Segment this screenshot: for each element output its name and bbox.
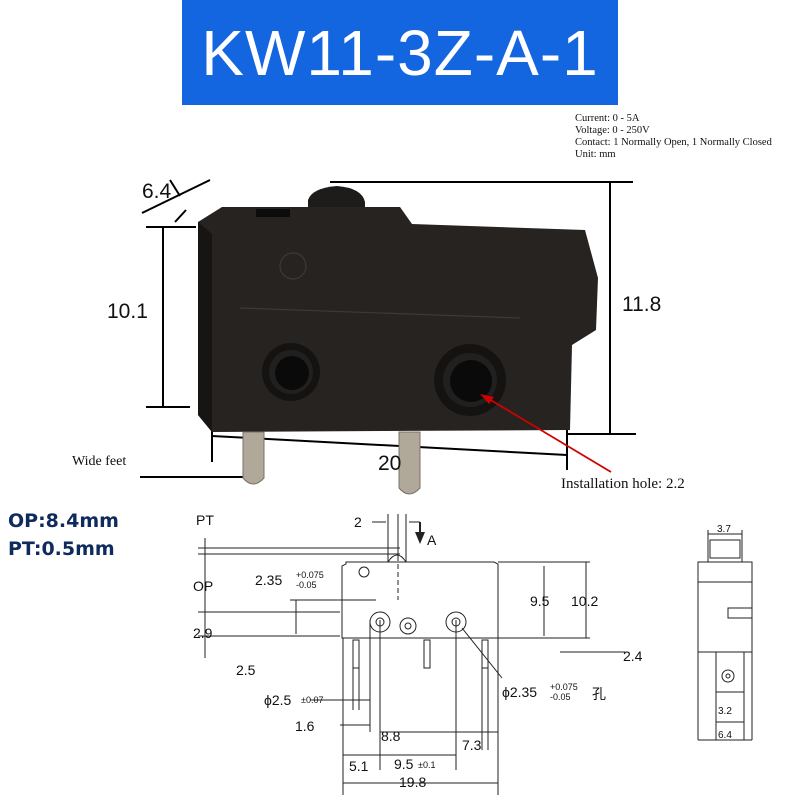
side-view-drawing [697, 530, 753, 741]
installation-hole-label: Installation hole: 2.2 [561, 476, 685, 492]
phi235-label: ϕ2.35 [502, 684, 538, 700]
dim-95-label: 9.5 [530, 593, 550, 609]
dim-25-label: 2.5 [236, 662, 256, 678]
dim-88-label: 8.8 [381, 728, 401, 744]
phi235-tol-plus: +0.075 [550, 682, 578, 692]
dim-16-label: 1.6 [295, 718, 315, 734]
dim-length-label: 20 [378, 452, 402, 475]
technical-drawing [198, 514, 753, 795]
dim-102-label: 10.2 [571, 593, 599, 609]
dim-73-label: 7.3 [462, 737, 482, 753]
spec-contact: Contact: 1 Normally Open, 1 Normally Clo… [575, 137, 772, 148]
two-label: 2 [354, 514, 362, 530]
dim-51-label: 5.1 [349, 758, 369, 774]
phi25-tol: ±0.07 [301, 695, 324, 705]
dim-24-label: 2.4 [623, 648, 643, 664]
operating-position: OP:8.4mm [8, 510, 119, 532]
dim-95b-tol: ±0.1 [418, 760, 436, 770]
arrow-a-label: A [427, 532, 437, 548]
spec-voltage: Voltage: 0 - 250V [575, 125, 650, 136]
dim-64-label: 6.4 [718, 730, 732, 741]
hole-char: 孔 [592, 686, 606, 702]
title-banner: KW11-3Z-A-1 [182, 0, 618, 105]
dim-depth-label: 6.4 [142, 180, 172, 203]
pt-label: PT [196, 512, 214, 528]
dim-total-height-label: 11.8 [622, 293, 662, 316]
pretravel: PT:0.5mm [8, 538, 115, 560]
wide-feet-label: Wide feet [72, 454, 127, 469]
dim-32-label: 3.2 [718, 706, 732, 717]
spec-list: Current: 0 - 5A Voltage: 0 - 250V Contac… [575, 113, 772, 161]
phi25-label: ϕ2.5 [264, 692, 292, 708]
dim-height-label: 10.1 [107, 300, 148, 323]
dim-95b-label: 9.5 [394, 756, 414, 772]
op-label: OP [193, 578, 214, 594]
dim-235-label: 2.35 [255, 572, 283, 588]
spec-current: Current: 0 - 5A [575, 113, 640, 124]
model-title: KW11-3Z-A-1 [201, 16, 599, 89]
phi235-tol-minus: -0.05 [550, 692, 571, 702]
dim-37-label: 3.7 [717, 524, 731, 535]
switch-body [198, 186, 598, 495]
dim-29-label: 2.9 [193, 625, 213, 641]
dim-235-tol-minus: -0.05 [296, 580, 317, 590]
spec-unit: Unit: mm [575, 149, 616, 160]
dim-235-tol-plus: +0.075 [296, 570, 324, 580]
switch-photo-illustration [140, 179, 636, 495]
dim-198-label: 19.8 [399, 774, 427, 790]
